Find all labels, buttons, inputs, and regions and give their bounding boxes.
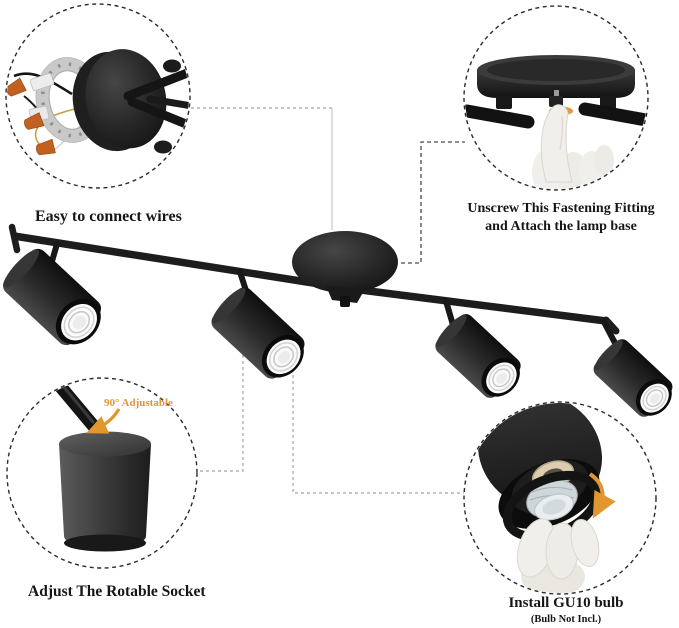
fastening-screw xyxy=(340,296,350,307)
bar-stub-left xyxy=(465,104,535,129)
wire-nuts xyxy=(7,77,56,156)
socket-cylinder-body xyxy=(59,444,151,546)
socket-cylinder-bottom xyxy=(64,534,146,552)
bar-stub-lower xyxy=(127,97,189,131)
gloved-hand xyxy=(532,104,614,189)
mount-tab-right xyxy=(600,96,616,109)
bulb-face-inner xyxy=(542,499,566,515)
fastening-caption-line2: and Attach the lamp base xyxy=(485,218,637,234)
fastening-pin xyxy=(554,90,559,98)
bar-stub-right xyxy=(578,102,647,127)
spotlight-1 xyxy=(2,248,102,346)
fastening-leader-line xyxy=(401,141,465,264)
bar-end-right xyxy=(602,316,620,335)
screw-cap xyxy=(163,59,181,73)
socket-arm xyxy=(53,379,103,436)
install-arrow-icon xyxy=(588,472,616,519)
socket-cylinder-top xyxy=(59,431,151,457)
spotlight-3 xyxy=(435,314,521,398)
canopy-disc-top-inner xyxy=(487,59,625,81)
fastening-caption-line1: Unscrew This Fastening Fitting xyxy=(467,201,655,216)
wire-nut xyxy=(36,138,56,156)
wire-nut xyxy=(7,77,27,97)
canopy-side-view xyxy=(72,49,167,152)
socket-leader-line xyxy=(198,349,244,472)
wiring-callout-circle xyxy=(5,3,191,189)
rotate-arrow-icon xyxy=(86,408,121,434)
wiring-caption: Easy to connect wires xyxy=(35,208,182,225)
ceiling-canopy xyxy=(292,231,398,293)
fastening-callout-photo xyxy=(465,55,647,189)
bar-end-left xyxy=(8,223,21,254)
socket-arm-highlight xyxy=(61,384,95,424)
socket-caption: Adjust The Rotable Socket xyxy=(28,583,206,600)
bar-stub-mid xyxy=(146,95,189,110)
fastening-callout-circle xyxy=(463,5,649,191)
socket-callout-photo xyxy=(53,379,151,552)
spotlight-4 xyxy=(593,339,673,417)
leader-lines xyxy=(191,107,465,494)
spotlight-arm-3 xyxy=(443,298,456,328)
wire-connector xyxy=(29,73,55,91)
socket-callout-circle xyxy=(6,377,198,569)
canopy-stem xyxy=(326,286,365,303)
bulb-callout-circle xyxy=(463,401,657,595)
spotlight-arm-4 xyxy=(601,319,618,346)
bulb-caption-line2: (Bulb Not Incl.) xyxy=(530,614,602,625)
wire-nut xyxy=(24,112,45,130)
track-light-product xyxy=(2,223,673,417)
bulb-leader-line xyxy=(292,369,464,494)
bulb-caption-line1: Install GU10 bulb xyxy=(508,595,624,611)
bulb-caption: Install GU10 bulb (Bulb Not Incl.) xyxy=(466,595,666,628)
adjustable-badge: 90° Adjustable xyxy=(104,397,173,409)
fastening-caption: Unscrew This Fastening Fitting and Attac… xyxy=(455,200,667,235)
mount-tab-left xyxy=(496,96,512,109)
fastening-fitting xyxy=(549,96,563,107)
bar-stub-upper xyxy=(123,67,189,101)
spotlight-2 xyxy=(211,287,305,379)
bulb-callout-photo xyxy=(477,403,616,593)
wiring-callout-photo xyxy=(7,49,189,156)
gloved-fingers xyxy=(516,518,600,593)
screw-cap-2 xyxy=(154,140,172,154)
callout-circles xyxy=(5,3,657,595)
